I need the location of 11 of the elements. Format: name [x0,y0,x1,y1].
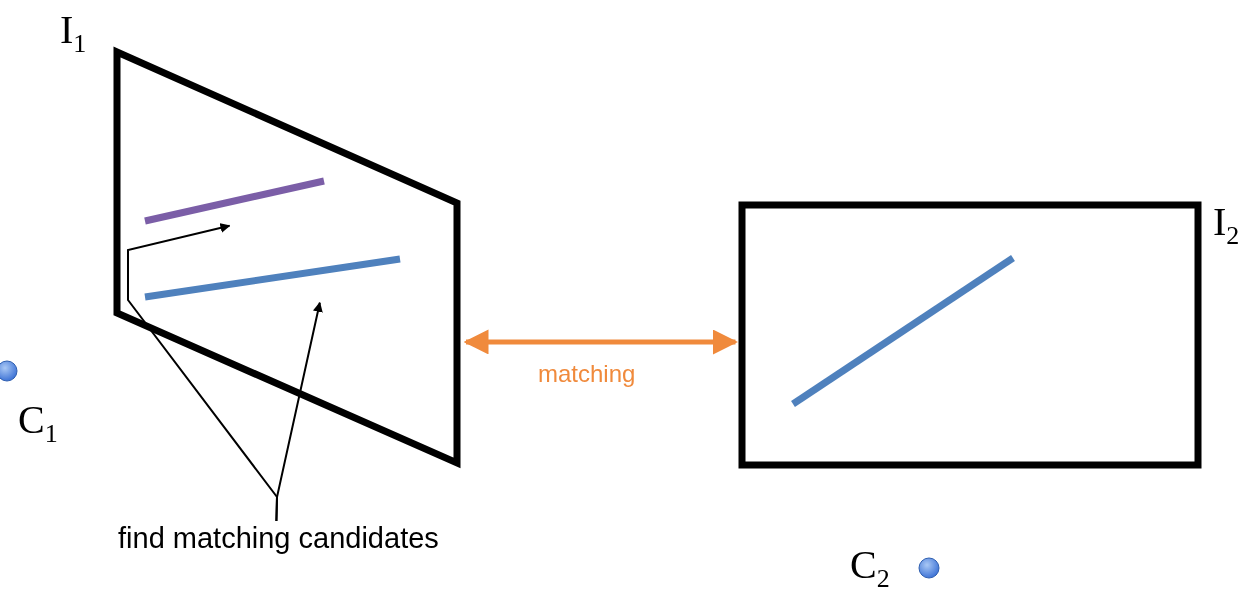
camera-label: C$_{1}$ [18,398,58,450]
image-label: I$_{2}$ [1213,200,1240,252]
line-segment [790,255,1016,407]
arrow [275,301,323,522]
camera-center-dot [918,557,940,579]
image-label: I$_{1}$ [60,8,87,60]
line-segment [143,255,403,301]
caption-text: find matching candidates [118,521,448,555]
camera-label: C$_{2}$ [850,543,890,595]
arrow [463,329,738,355]
line-segment [143,178,327,224]
